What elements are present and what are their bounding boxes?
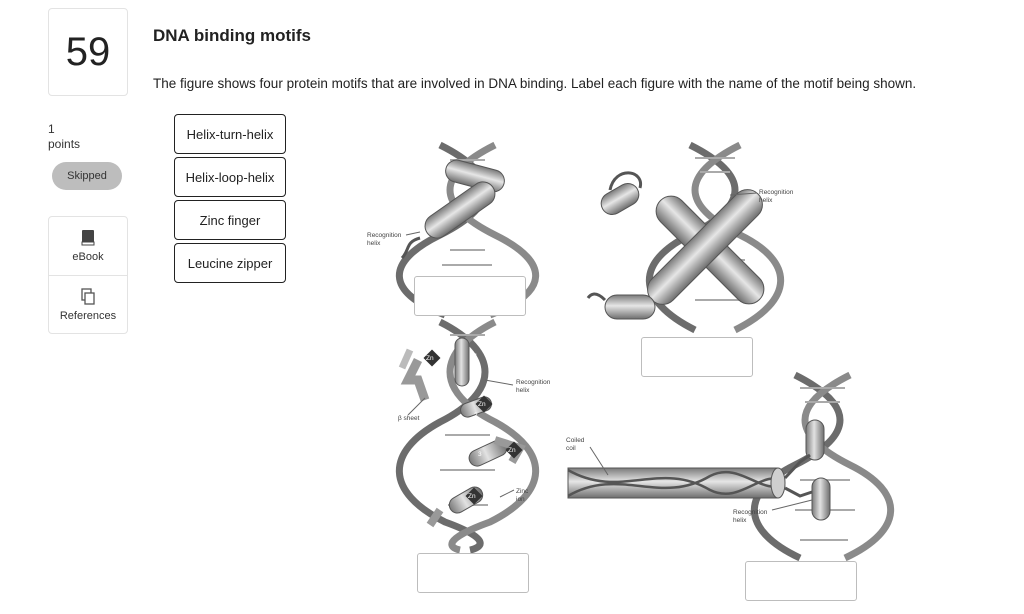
choice-zinc-finger[interactable]: Zinc finger xyxy=(174,200,286,240)
points-value: 1 xyxy=(48,122,55,136)
label-beta-sheet: β sheet xyxy=(398,415,420,422)
zinc-finger-protein xyxy=(398,337,526,528)
ebook-label: eBook xyxy=(72,251,104,263)
question-number: 59 xyxy=(48,8,128,96)
question-prompt: The figure shows four protein motifs tha… xyxy=(153,76,917,91)
label-helix-3: helix xyxy=(516,387,530,394)
finger-number-1: 1 xyxy=(474,353,478,360)
drop-target-1[interactable] xyxy=(414,276,526,316)
zn-1: Zn xyxy=(426,355,434,362)
choice-helix-turn-helix[interactable]: Helix-turn-helix xyxy=(174,114,286,154)
tools-panel: eBook References xyxy=(48,216,128,334)
drop-target-3[interactable] xyxy=(417,553,529,593)
zn-4: Zn xyxy=(468,493,476,500)
copy-icon xyxy=(81,287,95,305)
choice-helix-loop-helix[interactable]: Helix-loop-helix xyxy=(174,157,286,197)
finger-number-3: 3 xyxy=(478,451,482,458)
finger-number-4: 4 xyxy=(470,507,474,514)
finger-number-2: 2 xyxy=(474,412,478,419)
label-recognition-4: Recognition xyxy=(733,509,768,516)
label-recognition-2: Recognition xyxy=(759,189,794,196)
dna-helix-3 xyxy=(395,318,540,554)
zn-2: Zn xyxy=(478,401,486,408)
htk-protein xyxy=(400,159,505,260)
choice-leucine-zipper[interactable]: Leucine zipper xyxy=(174,243,286,283)
label-coiled: Coiled xyxy=(566,437,585,444)
label-helix-2: helix xyxy=(759,197,773,204)
book-icon xyxy=(81,230,95,246)
label-helix-4: helix xyxy=(733,517,747,524)
points-unit: points xyxy=(48,137,81,151)
label-helix-1: helix xyxy=(367,240,381,247)
label-zinc: Zinc xyxy=(516,488,529,495)
question-title: DNA binding motifs xyxy=(153,26,312,45)
ebook-button[interactable]: eBook xyxy=(49,217,127,275)
points-label: 1 points xyxy=(48,122,80,152)
label-coil: coil xyxy=(566,445,576,452)
zn-3: Zn xyxy=(508,447,516,454)
references-button[interactable]: References xyxy=(49,275,127,333)
leucine-zipper-protein xyxy=(567,419,831,521)
hlh-protein xyxy=(586,171,765,320)
label-recognition-3: Recognition xyxy=(516,379,551,386)
status-badge: Skipped xyxy=(52,162,122,190)
drop-target-4[interactable] xyxy=(745,561,857,601)
label-recognition-1: Recognition xyxy=(367,232,402,239)
dna-helix-4 xyxy=(750,371,895,562)
drop-target-2[interactable] xyxy=(641,337,753,377)
label-ion: ion xyxy=(516,496,525,503)
references-label: References xyxy=(59,309,117,322)
